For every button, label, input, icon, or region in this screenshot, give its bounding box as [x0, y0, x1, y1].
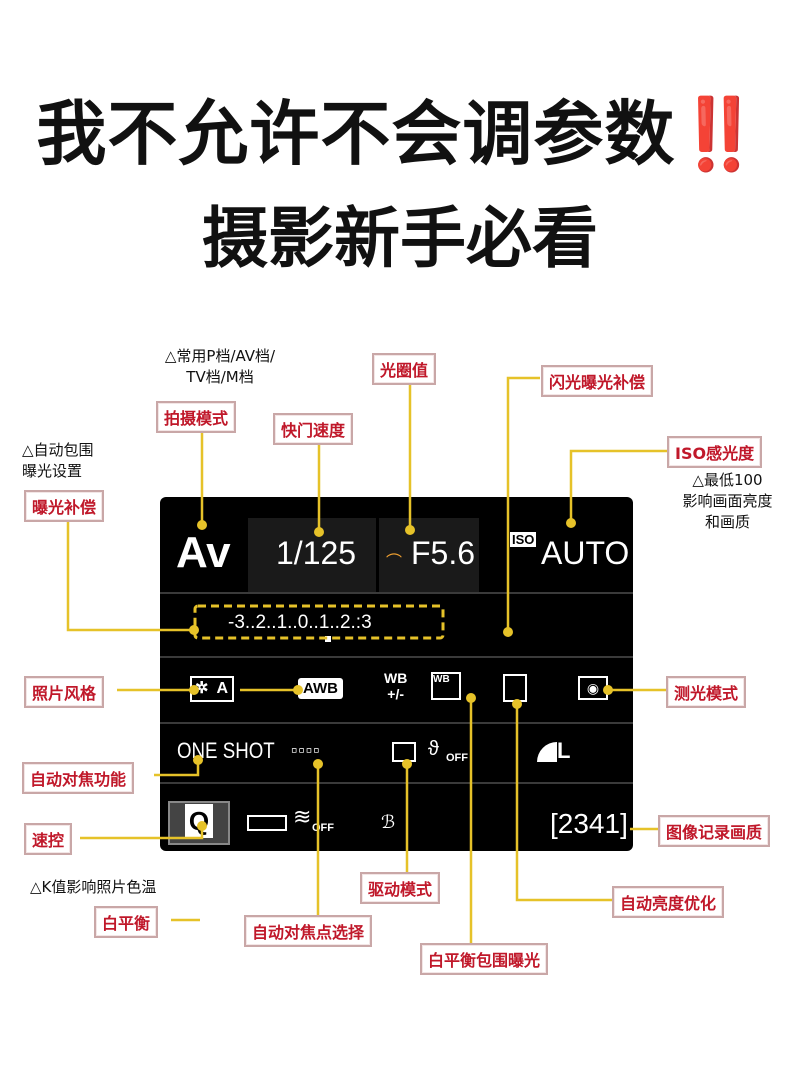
subtitle: 摄影新手必看: [202, 200, 598, 277]
wb-shift-icon: WB+/-: [384, 670, 407, 702]
exposure-comp-note: △自动包围 曝光设置: [22, 441, 94, 480]
label-exposure-comp: 曝光补偿: [24, 490, 105, 522]
aperture-cell: [379, 518, 479, 592]
quality-icon: [537, 742, 557, 762]
aperture-value: F5.6: [411, 535, 476, 571]
main-title: 我不允许不会调参数‼️: [0, 78, 800, 179]
shutter-value: 1/125: [276, 535, 357, 571]
awb-icon: AWB: [298, 678, 343, 699]
label-picture-style: 照片风格: [24, 676, 105, 708]
label-auto-lighting: 自动亮度优化: [612, 886, 725, 918]
label-flash-comp: 闪光曝光补偿: [541, 365, 654, 397]
leader-dot: [313, 759, 323, 769]
leader-dot: [189, 625, 199, 635]
leader-dot: [512, 699, 522, 709]
shutter-cell: [248, 518, 376, 592]
leader-dot: [197, 520, 207, 530]
leader-flash-comp: [506, 376, 540, 632]
leader-dot: [466, 693, 476, 703]
shooting-mode-note: △常用P档/AV档/ TV档/M档: [164, 347, 276, 386]
label-quick-control: 速控: [24, 823, 73, 855]
iso-value: AUTO: [541, 535, 630, 571]
aperture-icon: ⌒: [386, 554, 403, 571]
label-shooting-mode: 拍摄模式: [156, 401, 237, 433]
leader-white-balance: [171, 828, 312, 920]
shooting-mode-value: Av: [176, 528, 231, 577]
wb-shift-top: WB: [384, 670, 408, 686]
exposure-scale: -3..2..1..0..1..2.:3: [228, 612, 372, 633]
wifi-icon: ≋: [293, 804, 312, 829]
label-af-operation: 自动对焦功能: [22, 762, 135, 794]
shots-remaining: [2341]: [550, 808, 628, 839]
af-point-icon: ▫▫▫▫: [291, 740, 321, 760]
label-drive-mode: 驱动模式: [360, 872, 441, 904]
picture-style-value: A: [216, 680, 228, 697]
label-white-balance: 白平衡: [94, 906, 159, 938]
exposure-scale-frame: [193, 604, 445, 640]
label-wb-bracketing: 白平衡包围曝光: [420, 943, 549, 975]
divider: [160, 592, 633, 594]
leader-af-operation: [154, 762, 200, 777]
label-metering: 测光模式: [666, 676, 747, 708]
self-timer-icon: ϑ: [428, 738, 439, 760]
label-shutter: 快门速度: [273, 413, 354, 445]
leader-dot: [293, 685, 303, 695]
iso-note: △最低100 影响画面亮度 和画质: [682, 471, 773, 531]
divider: [160, 656, 633, 658]
main-title-text: 我不允许不会调参数: [36, 93, 676, 175]
leader-exposure-comp: [66, 518, 192, 632]
divider: [160, 722, 633, 724]
exclamation-icon: ‼️: [675, 93, 764, 175]
label-iso: ISO感光度: [667, 436, 763, 468]
self-timer-off-label: OFF: [446, 752, 468, 764]
iso-badge: ISO: [510, 532, 537, 547]
exposure-indicator: [325, 636, 331, 642]
quality-size-value: L: [557, 738, 571, 763]
label-aperture: 光圈值: [372, 353, 437, 385]
leader-quick-control: [80, 828, 204, 840]
bluetooth-icon: ℬ: [381, 812, 396, 832]
leader-dot: [193, 755, 203, 765]
leader-dot: [402, 759, 412, 769]
wb-bracketing-icon: WB: [431, 672, 461, 700]
leader-auto-lighting: [515, 706, 612, 902]
leader-dot: [405, 525, 415, 535]
divider: [160, 782, 633, 784]
leader-dot: [314, 527, 324, 537]
leader-dot: [503, 627, 513, 637]
leader-dot: [566, 518, 576, 528]
leader-dot: [603, 685, 613, 695]
leader-iso: [569, 449, 667, 521]
label-af-point: 自动对焦点选择: [244, 915, 373, 947]
white-balance-note: △K值影响照片色温: [30, 878, 157, 896]
wb-shift-bottom: +/-: [387, 686, 405, 702]
label-image-quality: 图像记录画质: [658, 815, 771, 847]
battery-icon: [247, 815, 287, 831]
leader-dot: [197, 821, 207, 831]
leader-dot: [189, 685, 199, 695]
